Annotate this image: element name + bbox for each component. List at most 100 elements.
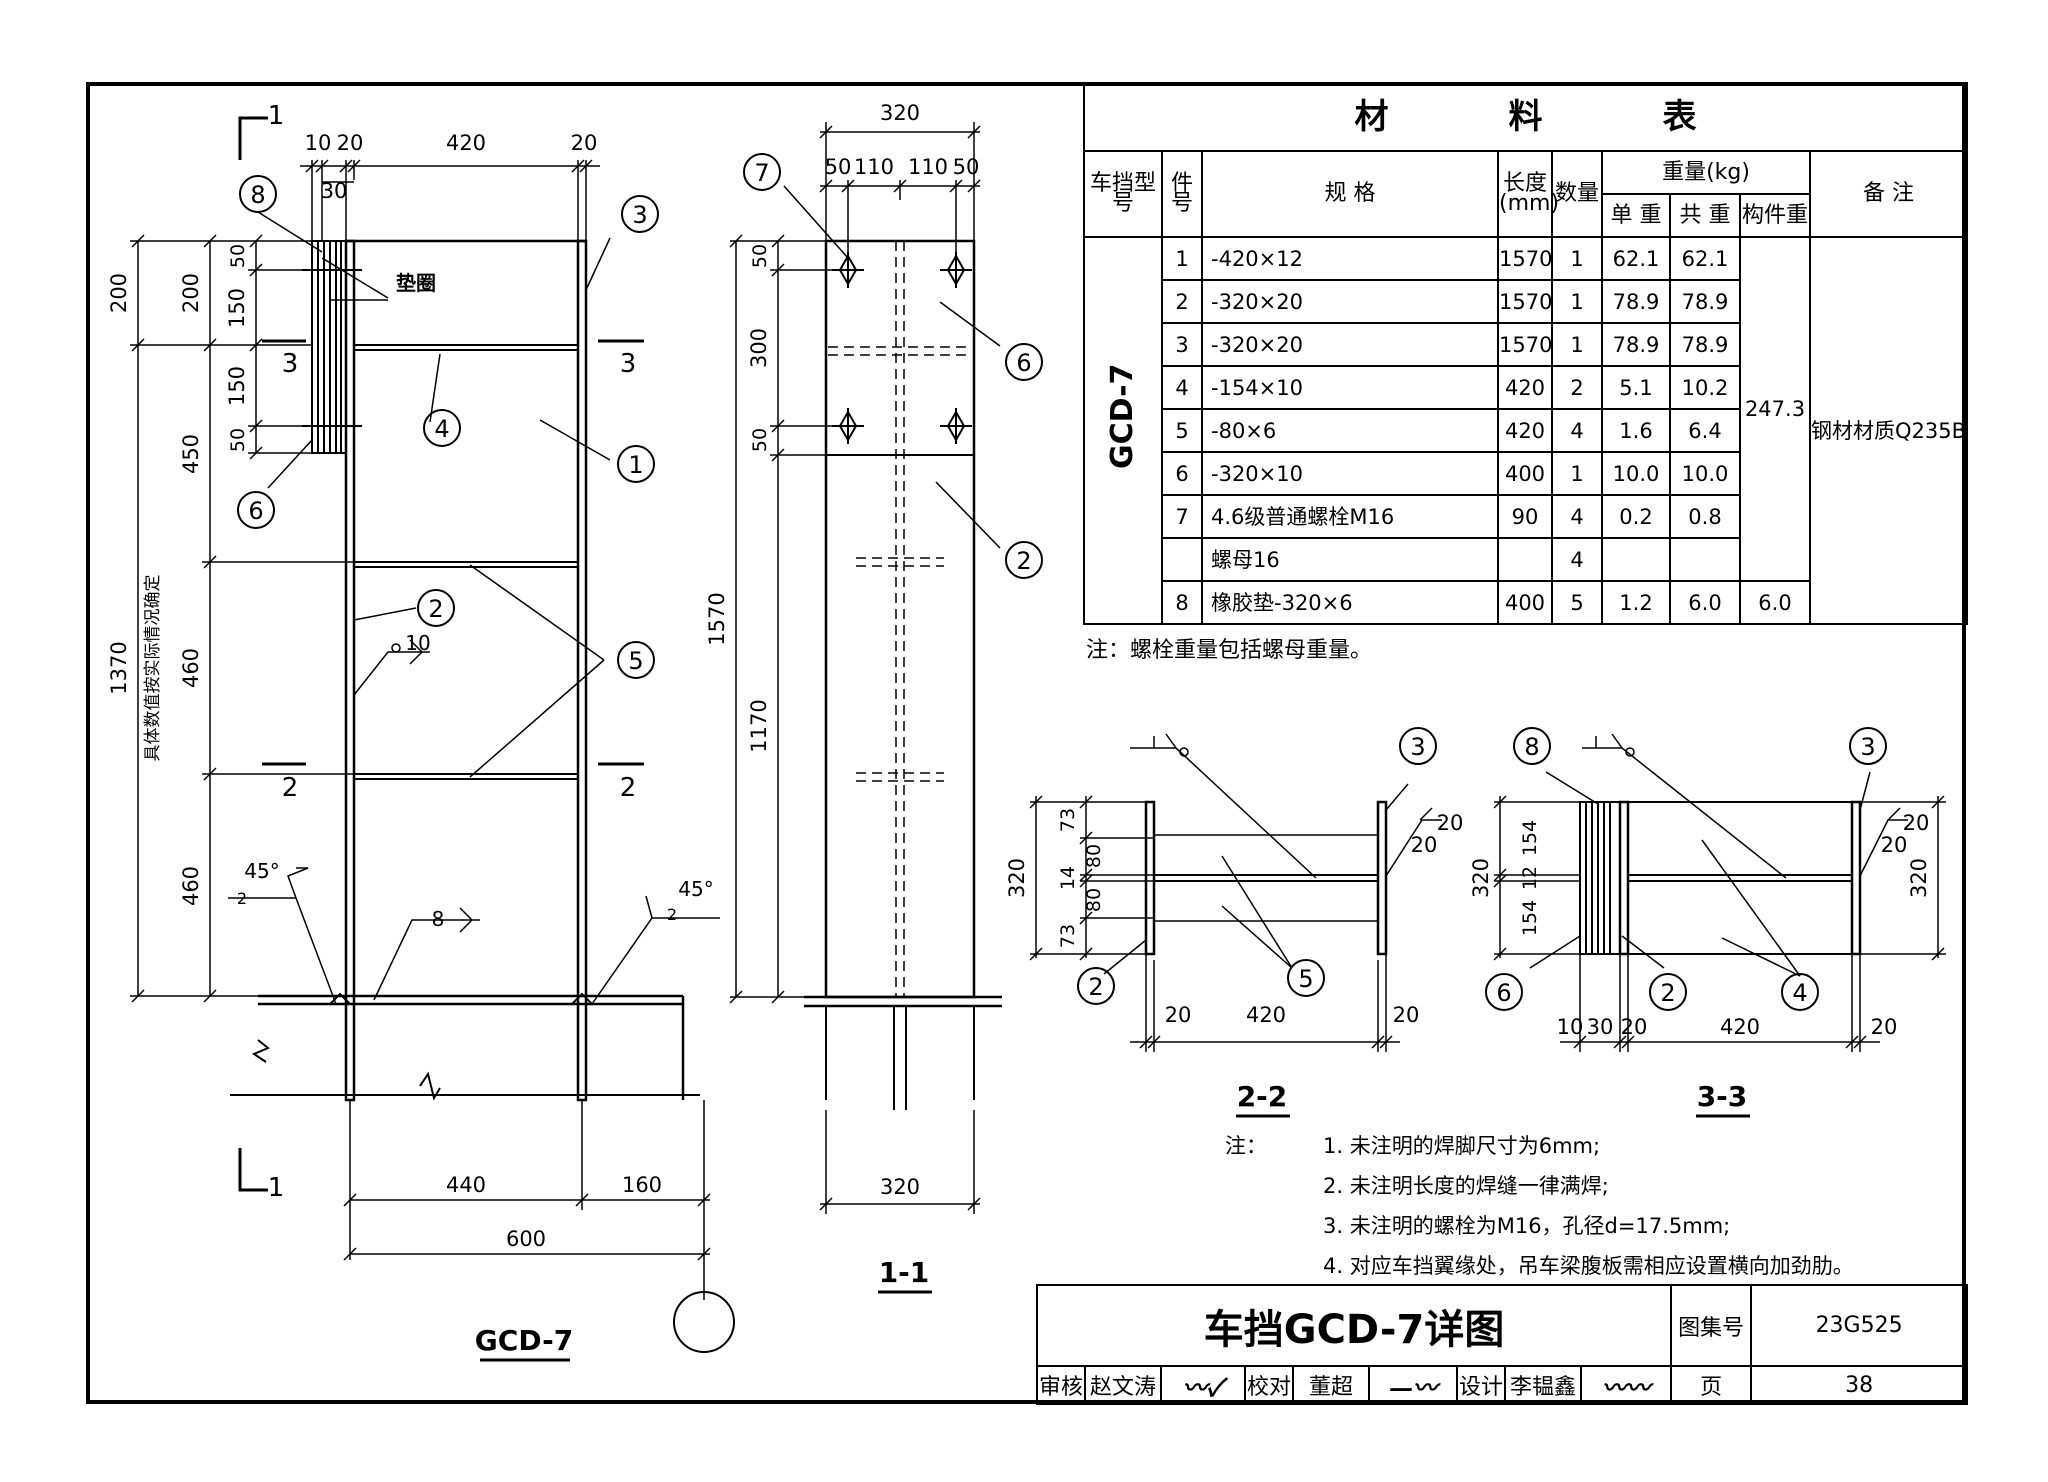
dim-200-outer: 200: [107, 273, 131, 313]
checker-name: 董超: [1292, 1365, 1370, 1405]
dim-s2-80b: 80: [1083, 888, 1105, 912]
dim-s3-20b: 20: [1871, 1015, 1898, 1039]
header-member-weight: 构件重: [1739, 193, 1811, 238]
callout-7: 7: [754, 159, 769, 187]
weld-2-right: 2: [667, 905, 677, 924]
view-label-underlines: [480, 1114, 1750, 1362]
dim-s1-left-300: 300: [747, 328, 771, 368]
dim-s1-50b: 50: [953, 155, 980, 179]
table-note: 注：螺栓重量包括螺母重量。: [1086, 638, 1373, 663]
header-part: 件号: [1161, 150, 1203, 238]
callout-2-s2: 2: [1088, 973, 1103, 1001]
weld-10: 10: [405, 631, 430, 655]
dim-s2-w20b: 20: [1411, 833, 1438, 857]
dim-s3-320-right: 320: [1907, 858, 1931, 898]
dim-s3-154a: 154: [1519, 820, 1541, 856]
member-weight-cell: 247.3: [1739, 236, 1811, 582]
designer-name: 李韫鑫: [1504, 1365, 1582, 1405]
cut-2-right: 2: [620, 773, 637, 803]
dim-s2-20a: 20: [1165, 1003, 1192, 1027]
dim-s1-1570: 1570: [705, 592, 729, 645]
callout-2-s3: 2: [1660, 979, 1675, 1007]
dim-s3-w20a: 20: [1903, 811, 1930, 835]
dim-30: 30: [321, 179, 348, 203]
dim-460a: 460: [179, 648, 203, 688]
callout-4: 4: [434, 415, 449, 443]
drawing-title: 车挡GCD-7详图: [1035, 1284, 1673, 1367]
part-callouts: [237, 153, 1887, 1011]
dim-s2-w20a: 20: [1437, 811, 1464, 835]
dim-s1-110a: 110: [854, 155, 894, 179]
header-weight: 重量(kg): [1601, 150, 1811, 195]
dim-20b: 20: [571, 131, 598, 155]
dim-s2-14: 14: [1057, 866, 1079, 890]
callout-6-s1: 6: [1016, 349, 1031, 377]
header-spec: 规 格: [1201, 150, 1499, 238]
header-qty: 数量: [1551, 150, 1603, 238]
dim-50b: 50: [227, 428, 249, 452]
dim-s1-50a: 50: [825, 155, 852, 179]
callout-2: 2: [428, 595, 443, 623]
header-unit-weight: 单 重: [1601, 193, 1671, 238]
callout-6: 6: [248, 497, 263, 525]
review-label: 审核: [1036, 1365, 1086, 1405]
dim-s3-320-left: 320: [1469, 858, 1493, 898]
dim-150b: 150: [225, 366, 249, 406]
dim-s3-154b: 154: [1519, 900, 1541, 936]
note-item: 2. 未注明长度的焊缝一律满焊;: [1323, 1174, 1609, 1198]
dim-s1-left-50a: 50: [749, 244, 771, 268]
callout-6-s3: 6: [1496, 979, 1511, 1007]
section-1-1-label: 1-1: [879, 1256, 930, 1289]
checker-signature: —〰: [1368, 1365, 1458, 1405]
general-notes: 注： 1. 未注明的焊脚尺寸为6mm; 2. 未注明长度的焊缝一律满焊; 3. …: [1225, 1126, 1854, 1286]
material-table: 材料表 车挡型号 件号 规 格 长度(mm) 数量 重量(kg) 备 注 单 重…: [1082, 82, 1969, 625]
cut-2-left: 2: [282, 773, 299, 803]
drawing-frame: [86, 82, 1966, 1404]
section-3-3: [1493, 733, 1946, 1052]
dim-150a: 150: [225, 288, 249, 328]
weld-2-left: 2: [237, 889, 247, 908]
callout-4-s3: 4: [1792, 979, 1807, 1007]
note-item: 3. 未注明的螺栓为M16，孔径d=17.5mm;: [1323, 1214, 1731, 1238]
dim-s2-73a: 73: [1057, 808, 1079, 832]
callout-3-s3: 3: [1860, 733, 1875, 761]
table-row: 螺母16 4: [1084, 537, 1967, 582]
callout-5: 5: [628, 647, 643, 675]
reviewer-signature: 〰✓: [1160, 1365, 1246, 1405]
dim-s1-left-50b: 50: [749, 428, 771, 452]
callout-1: 1: [628, 451, 643, 479]
header-remark: 备 注: [1808, 150, 1969, 238]
cut-markers: [238, 116, 644, 1192]
section-3-3-label: 3-3: [1697, 1080, 1748, 1113]
weld-45-left: 45°: [244, 859, 279, 883]
callout-3: 3: [632, 201, 647, 229]
callout-2-s1: 2: [1016, 547, 1031, 575]
member-weight-8: 6.0: [1739, 580, 1811, 625]
dim-s1-320-bot: 320: [880, 1175, 920, 1199]
washer-label: 垫圈: [396, 271, 436, 295]
dim-s3-10: 10: [1557, 1015, 1584, 1039]
side-note: 具体数值按实际情况确定: [143, 575, 163, 762]
note-item: 4. 对应车挡翼缘处，吊车梁腹板需相应设置横向加劲肋。: [1323, 1254, 1854, 1278]
dim-s1-110b: 110: [908, 155, 948, 179]
dim-160: 160: [622, 1173, 662, 1197]
section-1-1: [729, 122, 1002, 1214]
note-item: 1. 未注明的焊脚尺寸为6mm;: [1323, 1134, 1601, 1158]
dim-s3-30: 30: [1587, 1015, 1614, 1039]
dim-420: 420: [446, 131, 486, 155]
check-label: 校对: [1244, 1365, 1294, 1405]
dim-s2-80a: 80: [1083, 844, 1105, 868]
material-table-title: 材料表: [1082, 82, 1969, 152]
main-view-label: GCD-7: [475, 1324, 573, 1357]
cut-1-bottom: 1: [268, 1173, 285, 1203]
dim-200-inner: 200: [179, 273, 203, 313]
callout-8: 8: [250, 181, 265, 209]
dim-s3-w20b: 20: [1881, 833, 1908, 857]
header-total-weight: 共 重: [1669, 193, 1741, 238]
dim-s2-320: 320: [1005, 858, 1029, 898]
